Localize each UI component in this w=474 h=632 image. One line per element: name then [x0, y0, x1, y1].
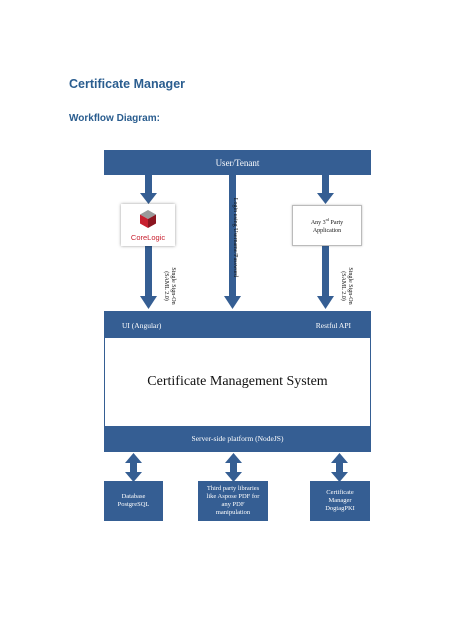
database-line1: Database: [121, 493, 146, 500]
sso-left-line1: Single Sign-On: [170, 267, 176, 305]
ui-angular-label: UI (Angular): [122, 321, 162, 330]
system-platform-bar: Server-side platform (NodeJS): [105, 426, 370, 451]
libraries-line1: Third party libraries: [206, 485, 260, 492]
libraries-box: Third party libraries like Aspose PDF fo…: [198, 481, 268, 521]
arrow-platform-database: [125, 453, 142, 482]
sso-left-line2: (SAML 2.0): [163, 271, 169, 301]
third-party-line2: Application: [312, 228, 342, 234]
third-party-app-box: Any 3rd Party Application: [292, 205, 362, 246]
corelogic-logo-box: CoreLogic: [121, 204, 175, 246]
sso-right-line1: Single Sign-On: [347, 267, 353, 305]
page-subtitle: Workflow Diagram:: [69, 113, 160, 124]
cert-manager-line1: Certificate: [326, 489, 354, 496]
arrow-third-party-to-api: [317, 246, 334, 309]
libraries-line3: any PDF: [221, 501, 245, 508]
cert-manager-line2: Manager: [328, 497, 352, 504]
user-tenant-label: User/Tenant: [215, 157, 260, 168]
sso-left-label: Single Sign-On (SAML 2.0): [162, 256, 176, 316]
cert-manager-line3: DogtagPKI: [325, 505, 355, 512]
sso-right-line2: (SAML 2.0): [340, 271, 346, 301]
page-title: Certificate Manager: [69, 77, 186, 91]
libraries-line4: manipulation: [215, 509, 251, 516]
platform-label: Server-side platform (NodeJS): [191, 434, 284, 443]
arrow-platform-cert-manager: [331, 453, 348, 482]
arrow-logo-to-ui: [140, 246, 157, 309]
system-top-bar: UI (Angular) Restful API: [105, 312, 370, 338]
cert-manager-box: Certificate Manager DogtagPKI: [310, 481, 370, 521]
arrow-platform-libraries: [225, 453, 242, 482]
corelogic-logo-text: CoreLogic: [130, 233, 166, 242]
login-label-text: Login using Username/Password: [232, 197, 238, 278]
system-block: UI (Angular) Restful API Certificate Man…: [104, 311, 371, 452]
arrow-user-to-third-party: [317, 175, 334, 204]
user-tenant-bar: User/Tenant: [104, 150, 371, 175]
third-party-line1: Any 3rd Party: [310, 217, 344, 226]
arrow-login: [224, 175, 241, 309]
corelogic-logo-icon: [140, 210, 156, 228]
database-box: Database PostgreSQL: [104, 481, 163, 521]
login-label: Login using Username/Password: [231, 180, 238, 295]
database-line2: PostgreSQL: [117, 501, 150, 508]
system-title: Certificate Management System: [147, 374, 328, 389]
libraries-line2: like Aspose PDF for: [206, 493, 260, 500]
restful-api-label: Restful API: [315, 321, 351, 330]
arrow-user-to-logo: [140, 175, 157, 204]
sso-right-label: Single Sign-On (SAML 2.0): [339, 256, 353, 316]
